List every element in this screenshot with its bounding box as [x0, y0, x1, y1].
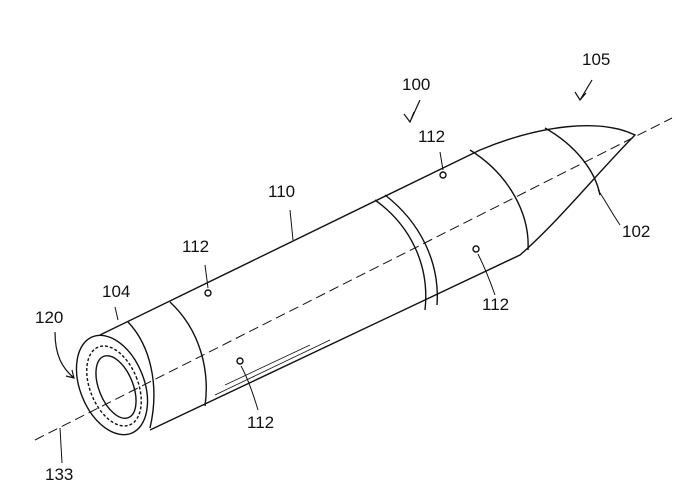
label-112: 112: [247, 413, 275, 432]
rear-ring-line: [127, 321, 155, 429]
band-line-1: [374, 199, 427, 311]
label-105: 105: [582, 50, 611, 69]
shading-lines: [214, 339, 331, 396]
section-line-2: [469, 149, 529, 251]
rear-core-ellipse: [95, 355, 137, 419]
leader-lines: [59, 151, 621, 464]
port-dot: [236, 357, 244, 365]
label-112: 112: [418, 127, 446, 146]
label-104: 104: [102, 282, 131, 301]
label-102: 102: [622, 222, 651, 241]
arrow-105: [574, 79, 593, 102]
nose-line: [544, 127, 601, 196]
rear-ellipse: [75, 334, 149, 436]
rear-inner-ellipse: [86, 345, 142, 427]
axis-line: [34, 117, 673, 441]
label-120: 120: [35, 308, 64, 327]
label-112: 112: [482, 295, 510, 314]
label-100: 100: [402, 75, 431, 94]
port-dot: [204, 289, 212, 297]
body-outline: [99, 124, 637, 431]
section-line-1: [169, 301, 207, 407]
arrow-120: [54, 331, 75, 379]
port-dot: [472, 245, 480, 253]
arrow-100: [403, 99, 421, 124]
label-133: 133: [45, 465, 74, 484]
label-112: 112: [182, 237, 210, 256]
band-line-2: [384, 194, 438, 306]
label-110: 110: [268, 182, 296, 201]
port-dot: [439, 171, 447, 179]
